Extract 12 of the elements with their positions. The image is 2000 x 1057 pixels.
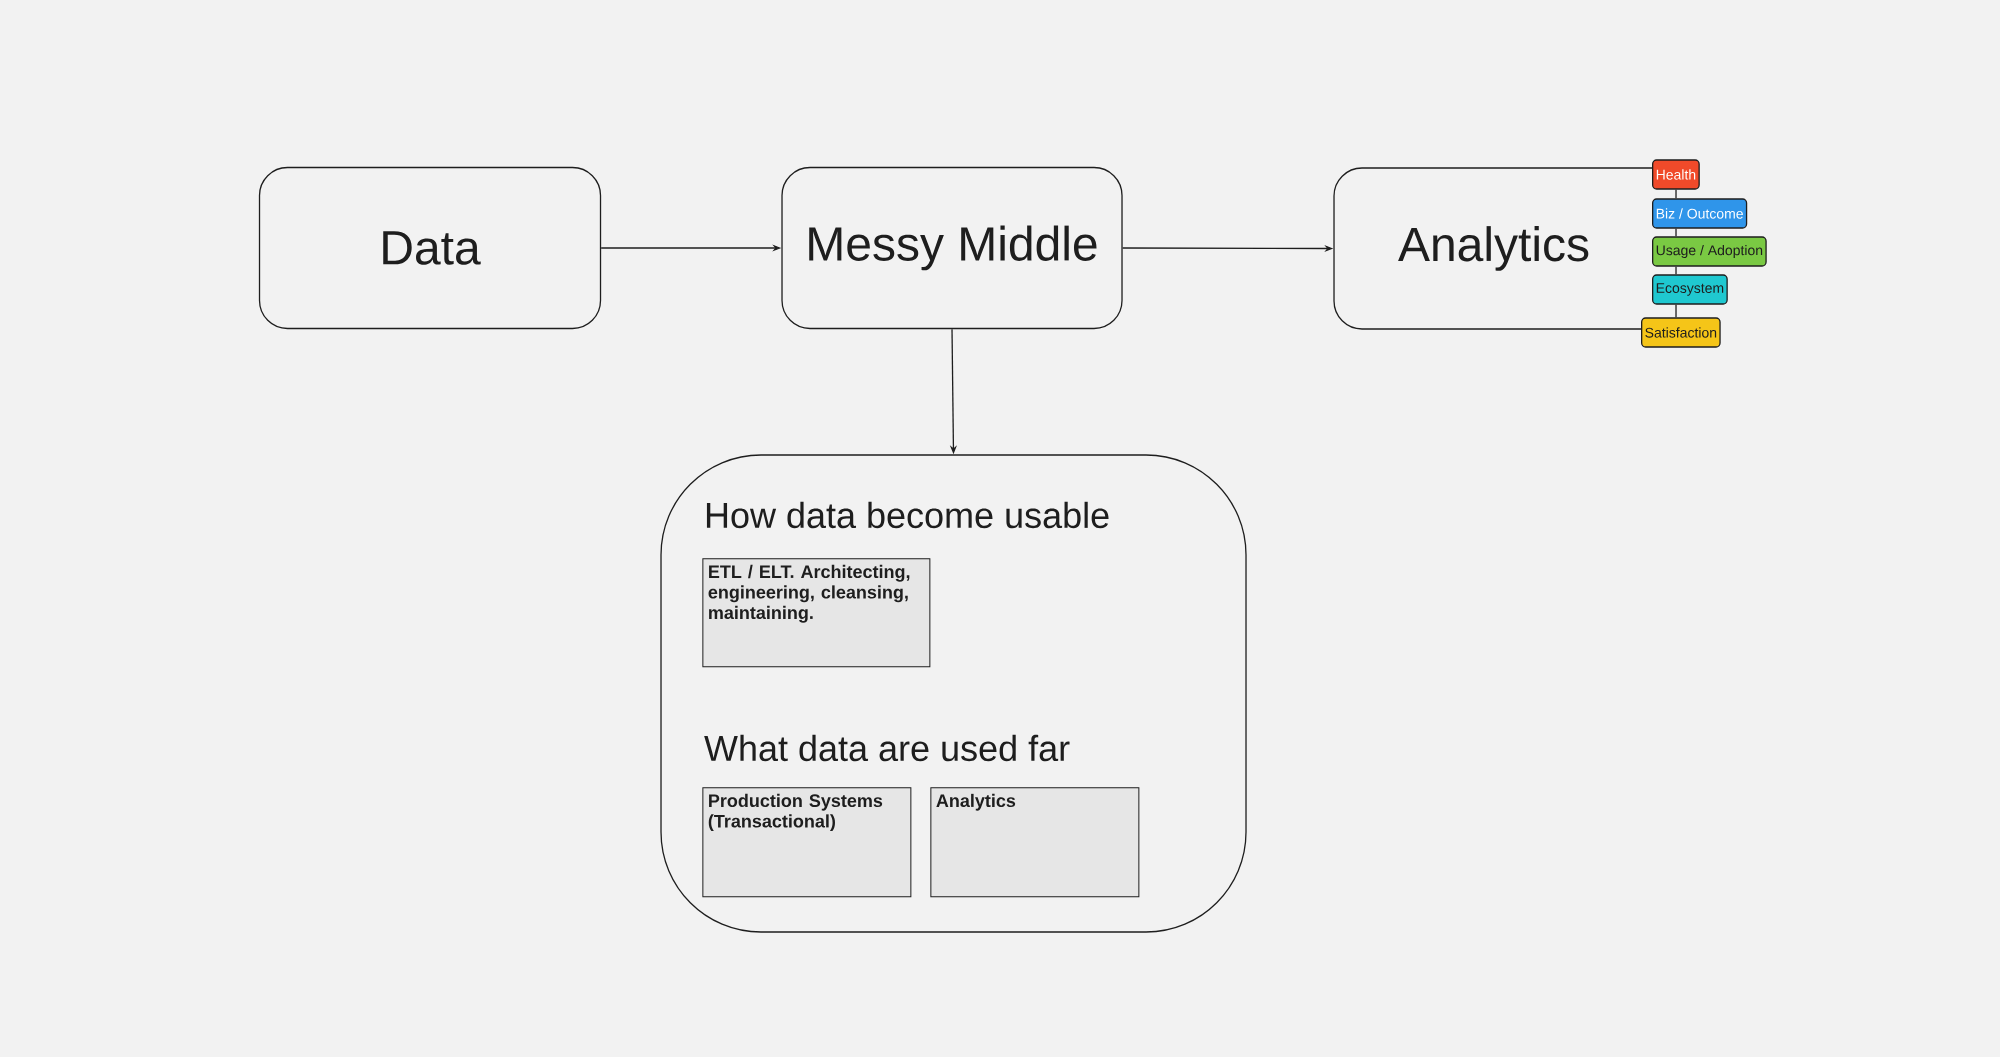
process-box: Data [258,166,602,330]
text-box: Production Systems (Transactional) [702,787,912,898]
heading: How data become usable [706,501,1109,529]
text-box: Analytics [930,787,1140,898]
process-box: Messy Middle [781,166,1123,330]
tag: Usage / Adoption [1652,236,1767,267]
heading: What data are used far [704,734,1070,762]
tag: Health [1652,159,1700,190]
text-box: ETL / ELT. Architecting, engineering, cleansing, maintaining. [702,558,931,668]
tag: Satisfaction [1641,317,1721,348]
tag: Biz / Outcome [1652,198,1748,229]
tag: Ecosystem [1652,274,1728,305]
